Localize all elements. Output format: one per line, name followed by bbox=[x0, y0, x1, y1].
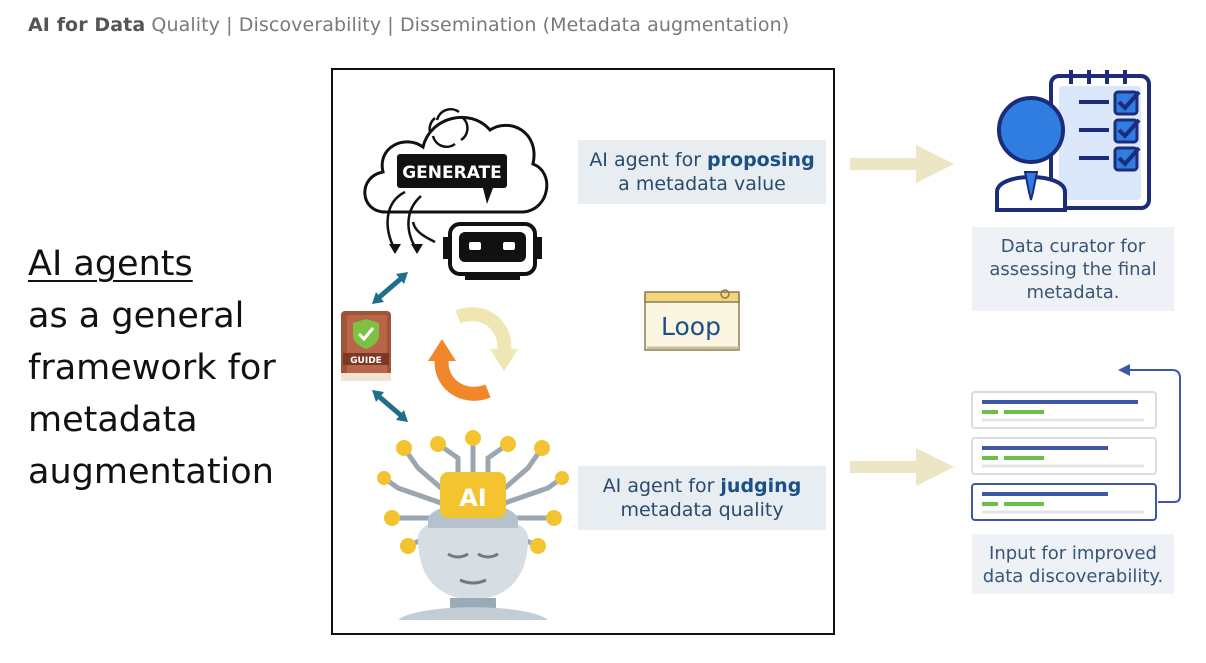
title-line-2: as a general bbox=[28, 296, 245, 336]
proposer-pre: AI agent for bbox=[589, 149, 708, 171]
judge-label: AI agent for judging metadata quality bbox=[578, 466, 826, 530]
generate-label: GENERATE bbox=[402, 163, 502, 183]
proposer-bold: proposing bbox=[707, 149, 815, 171]
discoverability-line-2: data discoverability. bbox=[982, 566, 1164, 587]
judge-post: metadata quality bbox=[620, 499, 784, 521]
discoverability-line-1: Input for improved bbox=[989, 543, 1157, 564]
loop-label: Loop bbox=[661, 312, 721, 341]
judge-pre: AI agent for bbox=[602, 475, 721, 497]
proposer-post: a metadata value bbox=[618, 173, 786, 195]
ai-brain-head-icon: AI bbox=[377, 430, 569, 620]
title-line-4: metadata bbox=[28, 400, 198, 440]
double-arrow-lower-icon bbox=[372, 390, 408, 422]
discoverability-label: Input for improved data discoverability. bbox=[972, 534, 1174, 594]
double-arrow-upper-icon bbox=[372, 272, 408, 304]
curator-label: Data curator for assessing the final met… bbox=[972, 227, 1174, 311]
header-bold: AI for Data bbox=[28, 14, 146, 36]
curator-line-2: assessing the final bbox=[989, 259, 1157, 280]
slide-title: AI agents as a general framework for met… bbox=[28, 238, 276, 498]
judge-bold: judging bbox=[720, 475, 802, 497]
curator-line-1: Data curator for bbox=[1000, 236, 1146, 257]
loop-note-icon: Loop bbox=[644, 289, 740, 351]
header-rest: Quality | Discoverability | Disseminatio… bbox=[145, 14, 790, 36]
proposer-label: AI agent for proposing a metadata value bbox=[578, 140, 826, 204]
curator-line-3: metadata. bbox=[1026, 282, 1120, 303]
title-line-3: framework for bbox=[28, 348, 276, 388]
loop-cycle-icon bbox=[428, 307, 518, 401]
arrow-right-lower-icon bbox=[850, 448, 954, 486]
arrow-right-upper-icon bbox=[850, 145, 954, 183]
ai-chip-label: AI bbox=[459, 484, 487, 512]
guide-label: GUIDE bbox=[350, 356, 382, 366]
cloud-generate-robot-icon: GENERATE bbox=[363, 107, 549, 280]
search-results-icon bbox=[971, 364, 1181, 521]
title-line-1: AI agents bbox=[28, 244, 193, 284]
data-curator-icon bbox=[995, 70, 1151, 212]
title-line-5: augmentation bbox=[28, 452, 274, 492]
guide-book-icon: GUIDE bbox=[341, 311, 391, 381]
page-header: AI for Data Quality | Discoverability | … bbox=[28, 14, 789, 36]
